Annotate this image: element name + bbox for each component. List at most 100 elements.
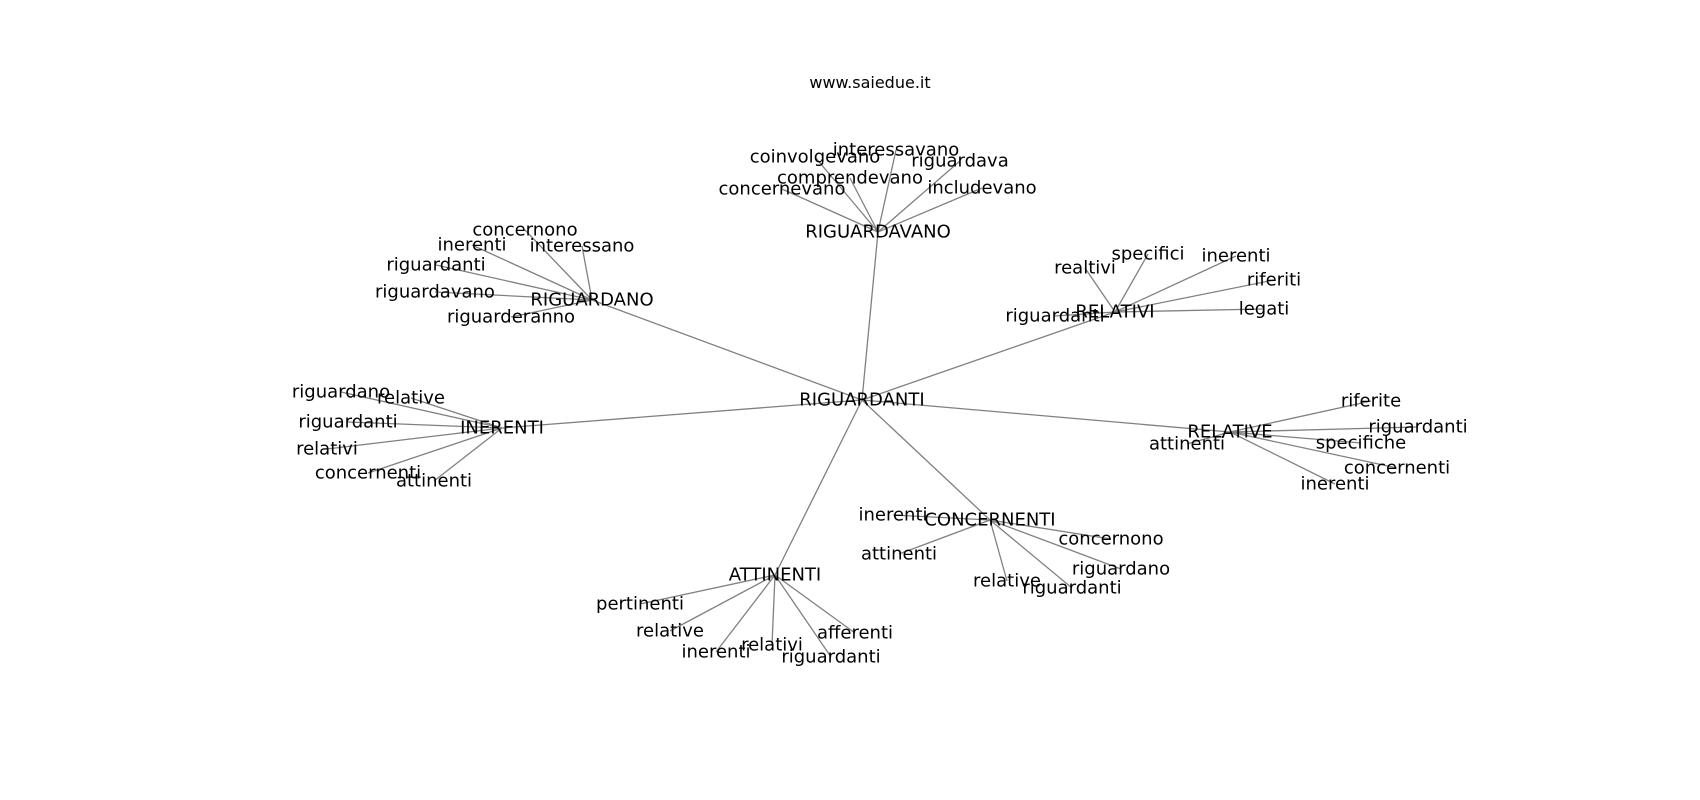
edge-hub-to-leaf: [1229, 431, 1336, 485]
leaf-node-label: interessano: [530, 236, 635, 257]
edge-hub-to-leaf: [1114, 279, 1275, 313]
edge-hub-to-leaf: [340, 391, 503, 429]
leaf-node-label: relative: [973, 571, 1041, 592]
site-title: www.saiedue.it: [809, 73, 930, 92]
edge-root-to-hub: [861, 311, 1116, 401]
leaf-node-label: pertinenti: [596, 594, 684, 615]
edge-hub-to-leaf: [471, 244, 593, 301]
hub-node-label: RELATIVE: [1187, 422, 1272, 443]
root-node-label: RIGUARDANTI: [799, 390, 924, 411]
leaf-node-label: relativi: [296, 439, 358, 460]
edge-hub-to-leaf: [989, 519, 1112, 540]
hub-node-label: INERENTI: [460, 418, 544, 439]
leaf-node-label: relative: [636, 621, 704, 642]
edge-root-to-hub: [591, 299, 863, 401]
edge-hub-to-leaf: [347, 421, 503, 429]
leaf-node-label: riguardano: [1072, 559, 1170, 580]
leaf-node-label: inerenti: [437, 235, 506, 256]
leaf-node-label: concernenti: [1344, 458, 1450, 479]
edge-root-to-hub: [861, 399, 1231, 433]
edge-hub-to-leaf: [989, 519, 1008, 582]
edge-hub-to-leaf: [774, 574, 856, 634]
leaf-node-label: legati: [1239, 299, 1290, 320]
leaf-node-label: includevano: [927, 178, 1036, 199]
leaf-node-label: inerenti: [1201, 246, 1270, 267]
hub-node-label: ATTINENTI: [729, 565, 822, 586]
edge-hub-to-leaf: [989, 519, 1122, 570]
leaf-node-label: riguardava: [911, 151, 1009, 172]
edge-root-to-hub: [861, 399, 991, 521]
hub-node-label: RIGUARDAVANO: [805, 222, 951, 243]
leaf-node-label: interessavano: [833, 140, 960, 161]
leaf-node-label: concernono: [1058, 529, 1163, 550]
edge-hub-to-leaf: [1084, 267, 1116, 313]
edge-root-to-hub: [861, 231, 879, 401]
edge-hub-to-leaf: [877, 187, 983, 233]
leaf-node-label: attinenti: [396, 471, 472, 492]
edge-hub-to-leaf: [1114, 308, 1265, 313]
leaf-node-label: relative: [377, 388, 445, 409]
leaf-node-label: attinenti: [1149, 434, 1225, 455]
edge-hub-to-leaf: [1186, 431, 1231, 445]
edge-hub-to-leaf: [434, 291, 593, 301]
leaf-node-label: riguardanti: [1022, 578, 1121, 599]
edges: [326, 149, 1419, 658]
edge-hub-to-leaf: [524, 229, 593, 301]
edge-hub-to-leaf: [781, 188, 879, 233]
node-labels: RIGUARDANTIRIGUARDAVANOconcernevanocoinv…: [292, 140, 1468, 668]
leaf-node-label: afferenti: [817, 623, 893, 644]
leaf-node-label: riguarderanno: [447, 307, 575, 328]
leaf-node-label: riguardanti: [1368, 417, 1467, 438]
leaf-node-label: riguardanti: [1005, 306, 1104, 327]
edge-root-to-hub: [774, 399, 863, 576]
hub-node-label: CONCERNENTI: [924, 510, 1055, 531]
leaf-node-label: riguardano: [292, 382, 390, 403]
leaf-node-label: coinvolgevano: [750, 147, 881, 168]
edge-hub-to-leaf: [669, 574, 776, 632]
leaf-node-label: riferiti: [1247, 270, 1301, 291]
edge-hub-to-leaf: [367, 427, 503, 474]
leaf-node-label: riguardanti: [386, 255, 485, 276]
leaf-node-label: comprendevano: [777, 168, 923, 189]
edge-hub-to-leaf: [410, 397, 503, 429]
leaf-node-label: riferite: [1341, 391, 1401, 412]
edge-hub-to-leaf: [898, 519, 991, 555]
edge-hub-to-leaf: [1229, 400, 1372, 433]
edge-hub-to-leaf: [771, 574, 776, 646]
edge-hub-to-leaf: [326, 427, 503, 450]
edge-hub-to-leaf: [1229, 426, 1419, 433]
edge-hub-to-leaf: [433, 427, 503, 482]
leaf-node-label: realtivi: [1054, 258, 1116, 279]
leaf-node-label: inerenti: [681, 642, 750, 663]
leaf-node-label: attinenti: [861, 544, 937, 565]
edge-hub-to-leaf: [1114, 253, 1149, 313]
leaf-node-label: relativi: [741, 635, 803, 656]
hub-node-label: RIGUARDANO: [530, 290, 653, 311]
edge-hub-to-leaf: [1229, 431, 1362, 444]
edge-hub-to-leaf: [892, 514, 991, 521]
hub-node-label: RELATIVI: [1075, 302, 1154, 323]
edge-hub-to-leaf: [581, 245, 593, 301]
leaf-node-label: riguardanti: [781, 647, 880, 668]
leaf-node-label: concernono: [472, 220, 577, 241]
leaf-node-label: inerenti: [858, 505, 927, 526]
leaf-node-label: riguardanti: [298, 412, 397, 433]
edge-hub-to-leaf: [989, 519, 1073, 589]
edge-root-to-hub: [501, 399, 863, 429]
edge-hub-to-leaf: [814, 156, 879, 233]
edge-hub-to-leaf: [435, 264, 593, 301]
edge-hub-to-leaf: [510, 299, 593, 318]
leaf-node-label: inerenti: [1300, 474, 1369, 495]
edge-hub-to-leaf: [639, 574, 776, 605]
leaf-node-label: specifici: [1111, 244, 1184, 265]
leaf-node-label: specifiche: [1316, 433, 1407, 454]
edge-hub-to-leaf: [774, 574, 832, 658]
edge-hub-to-leaf: [1054, 311, 1116, 317]
edge-hub-to-leaf: [877, 149, 897, 233]
edge-hub-to-leaf: [849, 177, 879, 233]
edge-hub-to-leaf: [877, 160, 961, 233]
leaf-node-label: riguardavano: [375, 282, 495, 303]
edge-hub-to-leaf: [1229, 431, 1398, 469]
leaf-node-label: concernenti: [315, 463, 421, 484]
